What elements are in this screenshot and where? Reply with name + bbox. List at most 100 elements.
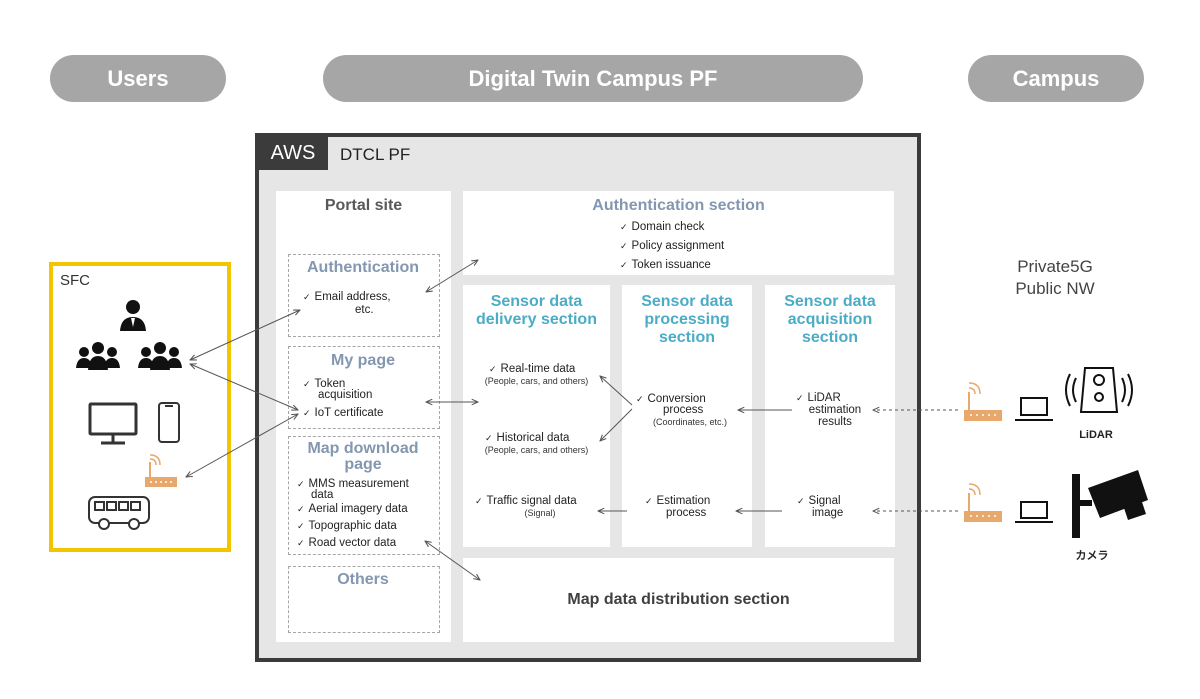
mapdownload-box [288, 436, 440, 555]
acquisition-signal-2: image [812, 507, 843, 519]
map-item-aerial-text: Aerial imagery data [308, 503, 408, 515]
map-item-topo-text: Topographic data [308, 520, 397, 532]
acquisition-signal-text: Signal [808, 495, 841, 507]
acquisition-section-panel [765, 285, 895, 547]
users-header: Users [50, 55, 226, 102]
processing-conversion-sub: (Coordinates, etc.) [652, 417, 728, 427]
map-item-topo: ✓Topographic data [297, 520, 397, 532]
auth-item-etc-text: etc. [355, 304, 374, 316]
processing-conversion-text: Conversion [647, 393, 706, 405]
arrow-conversion-to-realtime [600, 376, 633, 406]
processing-title-3: section [658, 329, 715, 346]
mypage-item-token-text: Token [314, 378, 346, 390]
processing-conversion-text-2: process [663, 404, 704, 416]
arrow-roadvector-to-map [425, 541, 480, 580]
network-line-1: Private5G [1017, 257, 1093, 276]
delivery-traffic: ✓Traffic signal data [475, 495, 577, 507]
auth-section-item-policy: ✓Policy assignment [620, 240, 724, 252]
auth-section-item-token-text: Token issuance [631, 259, 711, 271]
processing-title-2: processing [644, 311, 730, 328]
arrow-auth-to-authsection [426, 260, 478, 292]
portal-title: Portal site [324, 197, 403, 214]
acquisition-lidar-3: results [800, 416, 870, 428]
map-item-road: ✓Road vector data [297, 537, 396, 549]
router-icon [964, 483, 1002, 522]
map-item-mms-text: MMS measurement [308, 478, 409, 490]
arrow-conversion-to-historical [600, 408, 633, 441]
smartphone-icon [158, 402, 180, 443]
users-header-label: Users [107, 65, 169, 91]
acquisition-signal: ✓Signal [797, 495, 841, 507]
acquisition-title-1: Sensor data [784, 293, 876, 310]
processing-estimation-text-2: process [666, 507, 707, 519]
auth-item-email-text: Email address, [314, 291, 391, 303]
auth-item-etc: etc. [355, 304, 374, 316]
map-item-mms: ✓MMS measurement [297, 478, 409, 490]
delivery-title-2: delivery section [476, 311, 597, 328]
check-icon: ✓ [297, 538, 305, 548]
check-icon: ✓ [489, 364, 497, 374]
platform-header: Digital Twin Campus PF [323, 55, 863, 102]
check-icon: ✓ [297, 504, 305, 514]
map-item-mms-data-text: data [311, 489, 334, 501]
aws-tag-label: AWS [270, 141, 316, 164]
mypage-title: My page [330, 352, 395, 369]
processing-section-panel [622, 285, 752, 547]
check-icon: ✓ [636, 394, 644, 404]
auth-section-item-domain-text: Domain check [631, 221, 705, 233]
processing-estimation: ✓Estimation [645, 495, 710, 507]
campus-header: Campus [968, 55, 1144, 102]
auth-item-email: ✓Email address, [303, 291, 391, 303]
mypage-item-token: ✓Token [303, 378, 345, 390]
authentication-box [288, 254, 440, 337]
mypage-item-iot-text: IoT certificate [314, 407, 384, 419]
processing-estimation-text: Estimation [656, 495, 711, 507]
check-icon: ✓ [485, 433, 493, 443]
acquisition-lidar-text: LiDAR [807, 392, 841, 404]
camera-device-label: カメラ [1075, 550, 1109, 562]
processing-title-1: Sensor data [641, 293, 733, 310]
check-icon: ✓ [303, 408, 311, 418]
delivery-traffic-text: Traffic signal data [486, 495, 577, 507]
bus-icon [88, 496, 150, 530]
processing-conversion-2: process [663, 404, 703, 416]
check-icon: ✓ [620, 241, 628, 251]
others-box [288, 566, 440, 633]
monitor-icon [88, 402, 138, 445]
network-line-2: Public NW [1015, 279, 1095, 298]
delivery-historical: ✓Historical data [485, 432, 569, 444]
check-icon: ✓ [620, 222, 628, 232]
user-group-icon [76, 342, 120, 370]
arrow-users-to-mypage [190, 364, 298, 410]
delivery-title-1: Sensor data [490, 293, 583, 310]
lidar-sensor-icon [1065, 367, 1133, 413]
check-icon: ✓ [797, 496, 805, 506]
authentication-title: Authentication [307, 259, 419, 276]
acquisition-lidar: ✓LiDAR [796, 392, 841, 404]
lidar-device-label: LiDAR [1079, 429, 1113, 441]
auth-section-item-domain: ✓Domain check [620, 221, 704, 233]
router-icon [964, 382, 1002, 421]
mapdownload-title: Map download [307, 440, 419, 457]
check-icon: ✓ [475, 496, 483, 506]
mypage-item-acquisition: acquisition [318, 389, 372, 401]
map-distribution-panel [463, 558, 894, 642]
camera-icon [1072, 470, 1148, 538]
map-item-mms-data: data [311, 489, 333, 501]
mypage-item-acquisition-text: acquisition [318, 389, 373, 401]
delivery-realtime-sub: (People, cars, and others) [484, 376, 589, 386]
check-icon: ✓ [796, 393, 804, 403]
acquisition-title-3: section [801, 329, 858, 346]
acquisition-lidar-text-2: estimation [808, 404, 862, 416]
auth-section-item-token: ✓Token issuance [620, 259, 711, 271]
aws-tag: AWS [258, 136, 328, 170]
delivery-realtime: ✓Real-time data [489, 363, 575, 375]
delivery-historical-sub: (People, cars, and others) [484, 445, 589, 455]
delivery-traffic-sub: (Signal) [524, 508, 556, 518]
map-item-aerial: ✓Aerial imagery data [297, 503, 408, 515]
dtcl-pf-label: DTCL PF [340, 145, 411, 164]
delivery-section-panel [463, 285, 610, 547]
sfc-label: SFC [60, 272, 90, 289]
auth-section-item-policy-text: Policy assignment [631, 240, 725, 252]
acquisition-lidar-text-3: results [818, 416, 852, 428]
